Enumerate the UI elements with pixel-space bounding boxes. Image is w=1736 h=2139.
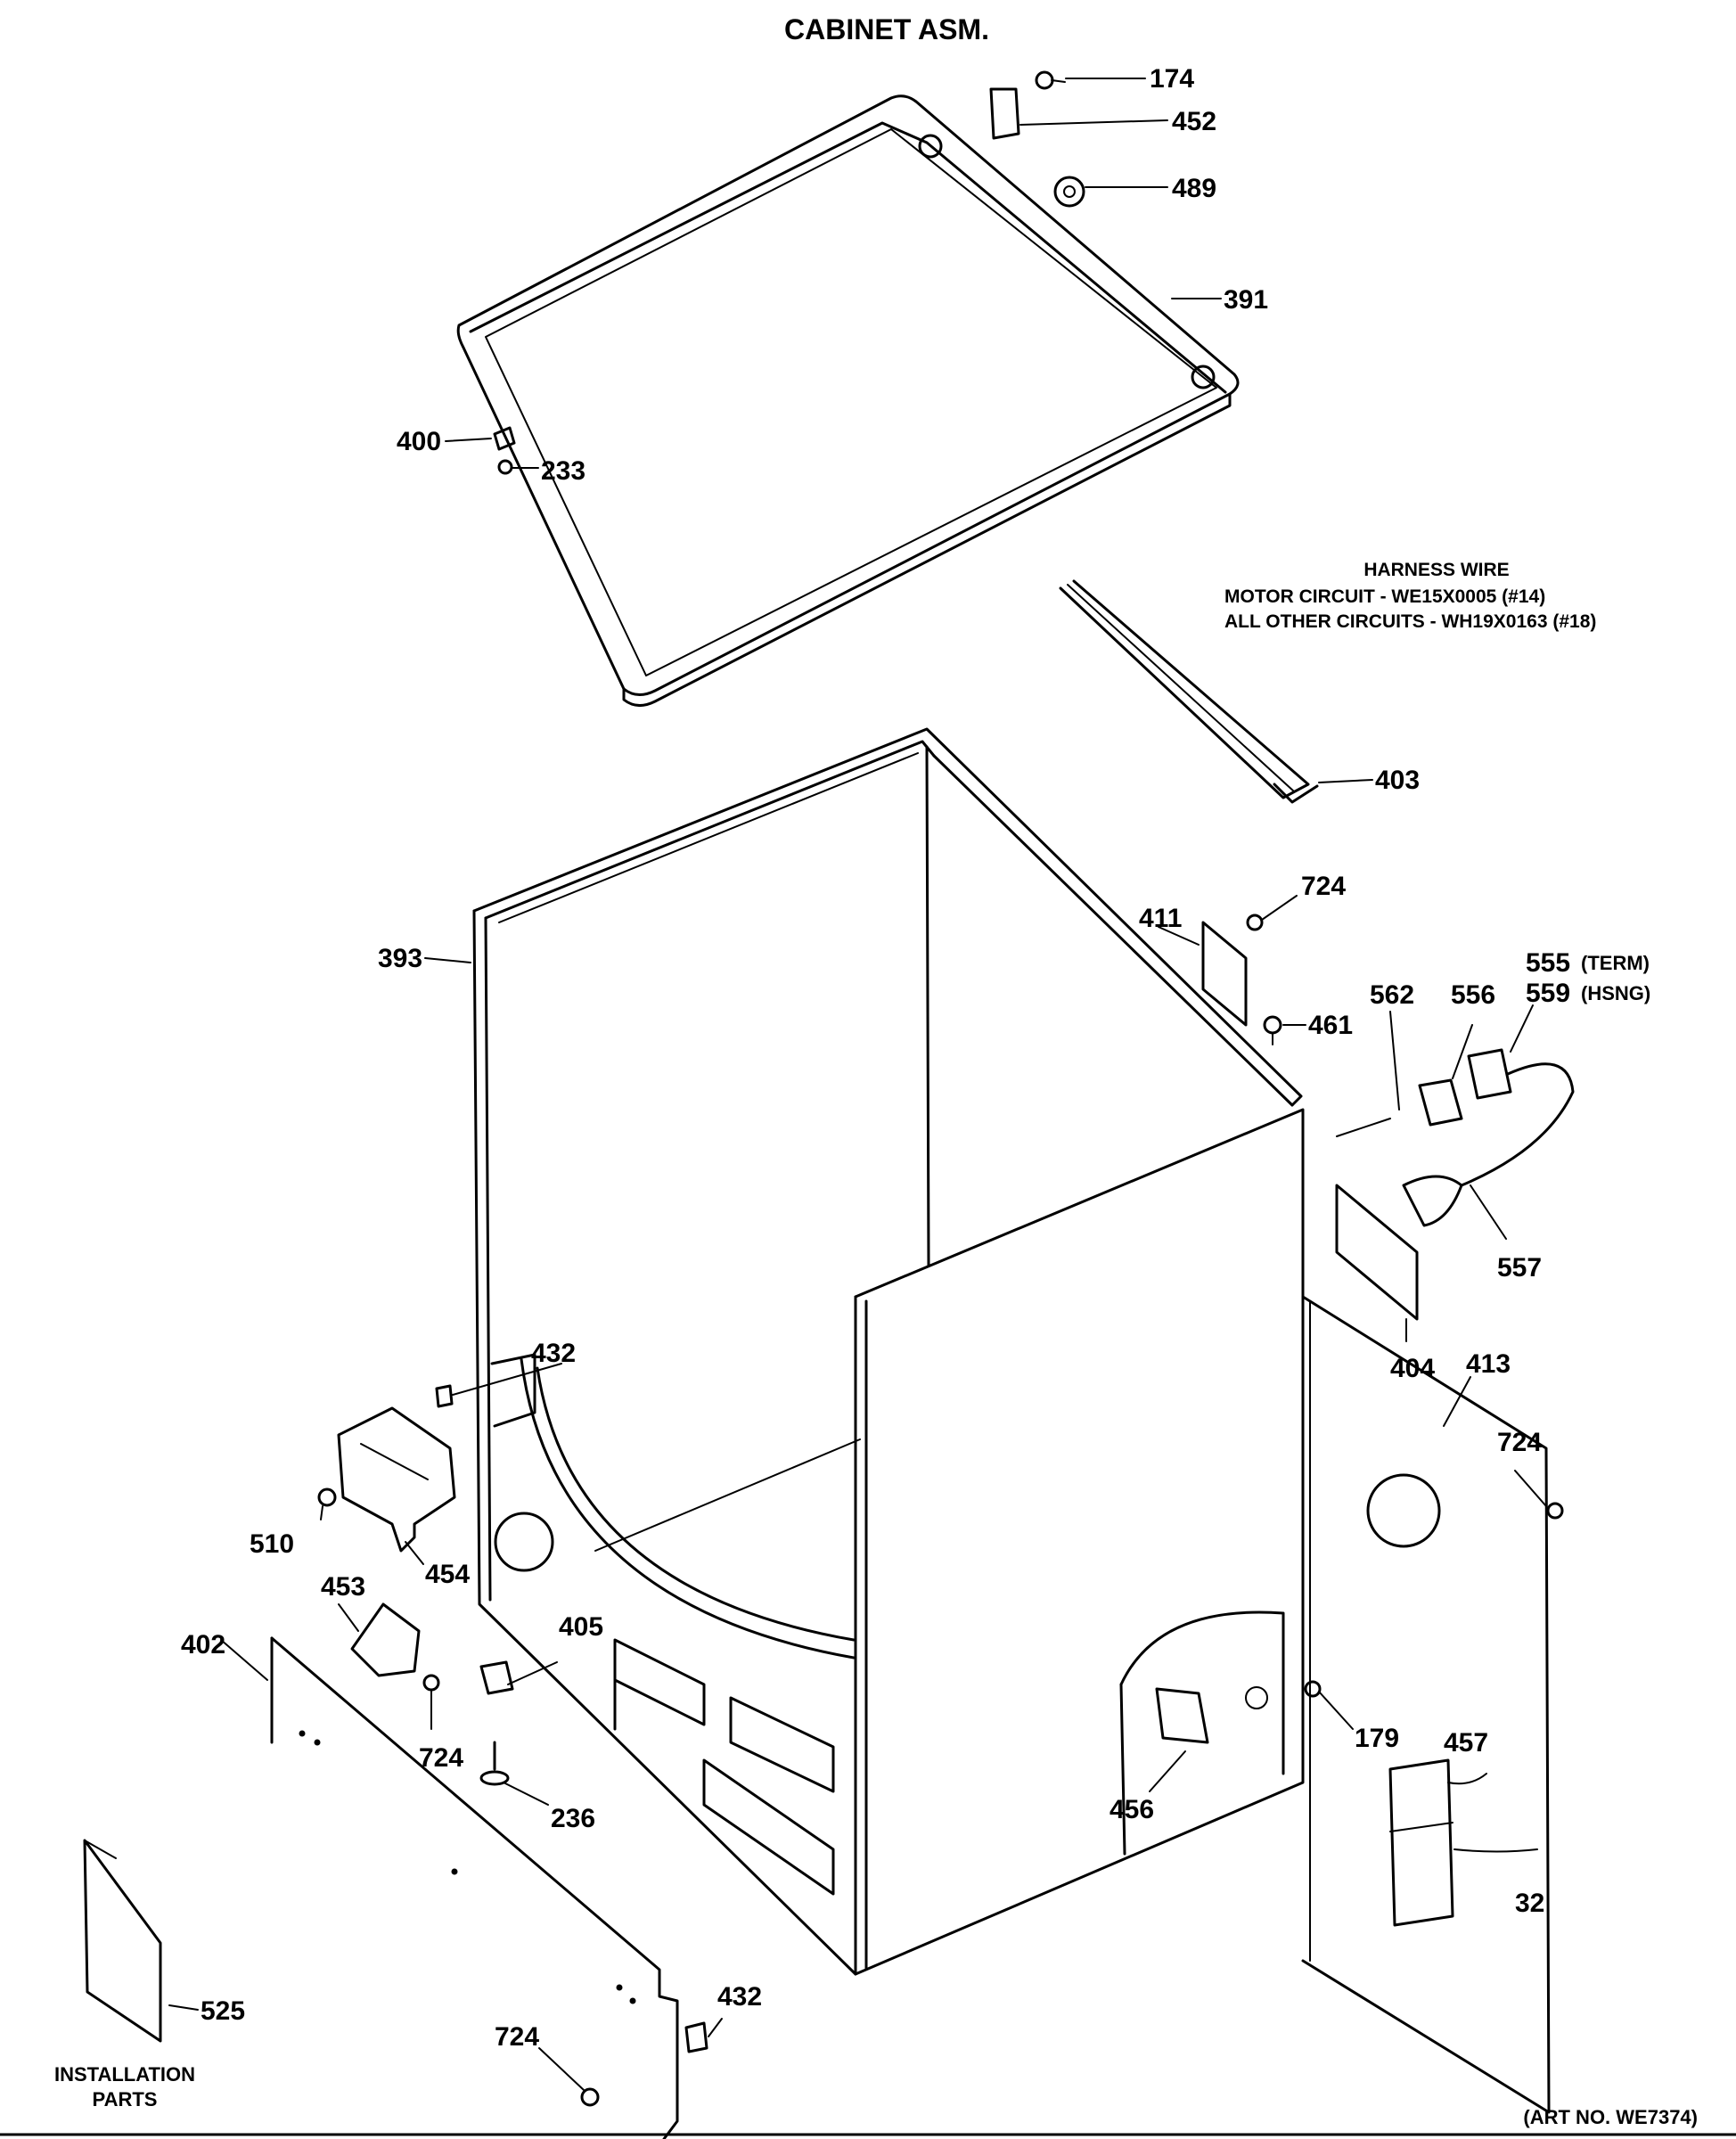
hardware-400-233 <box>493 426 516 475</box>
hardware-screw-724d <box>580 2087 600 2107</box>
callout-556: 556 <box>1451 980 1495 1010</box>
service-plate-411 <box>1201 921 1248 1027</box>
callout-405: 405 <box>559 1612 603 1642</box>
leveling-leg-236 <box>479 1741 510 1786</box>
callout-233: 233 <box>541 456 585 486</box>
callout-562: 562 <box>1370 980 1414 1010</box>
callout-391: 391 <box>1224 285 1268 315</box>
power-cord-assembly <box>1336 1048 1575 1227</box>
leader-lines <box>168 78 1547 2091</box>
art-number: (ART NO. WE7374) <box>1523 2106 1698 2128</box>
callout-400: 400 <box>397 427 441 456</box>
callout-559-hsng: (HSNG) <box>1581 982 1650 1004</box>
door-hinge-454 <box>337 1406 456 1553</box>
callout-559: 559 <box>1526 979 1570 1008</box>
callout-404: 404 <box>1390 1354 1435 1383</box>
hardware-screw-179 <box>1304 1680 1322 1698</box>
hardware-clip-432a <box>435 1384 454 1408</box>
hardware-screw-724b <box>1546 1502 1564 1520</box>
block-457 <box>1388 1758 1538 1927</box>
cover-plate-404 <box>1335 1184 1419 1321</box>
callout-724-lower: 724 <box>495 2022 539 2052</box>
installation-parts-label: INSTALLATION PARTS <box>54 2063 195 2110</box>
hardware-clip-452 <box>989 87 1020 140</box>
kick-panel-402 <box>270 1636 679 2139</box>
callout-236: 236 <box>551 1804 595 1833</box>
callout-32: 32 <box>1515 1889 1544 1918</box>
rear-panel <box>1301 1295 1551 2114</box>
callout-402: 402 <box>181 1630 225 1660</box>
top-panel <box>456 94 1240 707</box>
callout-432-upper: 432 <box>531 1339 576 1368</box>
harness-line-2: ALL OTHER CIRCUITS - WH19X0163 (#18) <box>1224 611 1596 632</box>
harness-heading: HARNESS WIRE <box>1363 560 1509 580</box>
harness-wire <box>1059 579 1319 804</box>
harness-wire-note: HARNESS WIRE MOTOR CIRCUIT - WE15X0005 (… <box>1224 560 1596 632</box>
strike-453 <box>350 1602 421 1677</box>
callout-724-right: 724 <box>1497 1428 1542 1457</box>
callout-557: 557 <box>1497 1253 1542 1283</box>
callout-432-lower: 432 <box>717 1982 762 2012</box>
installation-parts-bag <box>83 1839 162 2043</box>
diagram-title: CABINET ASM. <box>784 13 989 45</box>
hardware-screw-174 <box>1035 70 1066 90</box>
hardware-screw-510 <box>317 1487 337 1507</box>
hardware-screw-724a <box>1246 914 1264 931</box>
callout-555: 555 <box>1526 948 1570 978</box>
callout-403: 403 <box>1375 766 1420 795</box>
callout-453: 453 <box>321 1572 365 1602</box>
callout-724-upper: 724 <box>1301 872 1346 901</box>
callout-525: 525 <box>201 1996 245 2026</box>
harness-line-1: MOTOR CIRCUIT - WE15X0005 (#14) <box>1224 586 1545 607</box>
installation-line-2: PARTS <box>93 2088 158 2110</box>
callout-510: 510 <box>250 1529 294 1559</box>
hardware-screw-461 <box>1263 1015 1282 1045</box>
callout-411: 411 <box>1139 904 1182 933</box>
callout-461: 461 <box>1308 1011 1353 1040</box>
hardware-clip-489 <box>1053 176 1085 208</box>
callout-724-mid: 724 <box>419 1743 463 1773</box>
bracket-456 <box>1155 1687 1209 1744</box>
callout-456: 456 <box>1110 1795 1154 1824</box>
clip-432b <box>684 2021 708 2053</box>
callout-174: 174 <box>1150 64 1194 94</box>
callout-454: 454 <box>425 1560 470 1589</box>
callout-179: 179 <box>1355 1724 1399 1753</box>
callout-489: 489 <box>1172 174 1216 203</box>
clip-405 <box>479 1660 514 1695</box>
callout-457: 457 <box>1444 1728 1488 1758</box>
cabinet-body <box>472 727 1305 1976</box>
callout-413: 413 <box>1466 1349 1511 1379</box>
callout-452: 452 <box>1172 107 1216 136</box>
callout-393: 393 <box>378 944 422 973</box>
callout-555-term: (TERM) <box>1581 952 1650 974</box>
callout-labels: 174 452 489 391 400 233 403 724 411 393 … <box>181 64 1650 2052</box>
hardware-screw-724c <box>422 1674 440 1692</box>
installation-line-1: INSTALLATION <box>54 2063 195 2086</box>
